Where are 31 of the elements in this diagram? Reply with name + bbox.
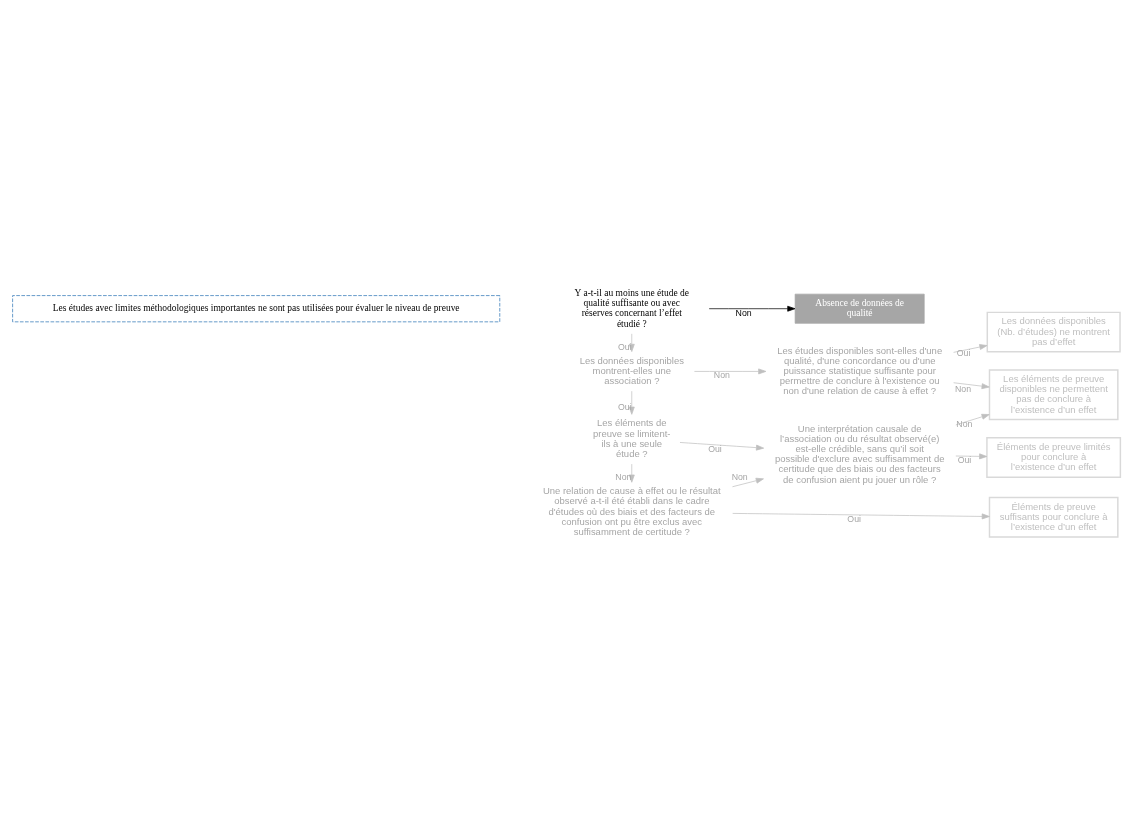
node-text: Une relation de cause à effet ou le résultat observé a-t-il été établi dans le cadre d'études où des biais et des facteurs de confusion ont pu être exclus avec suffisamment de certitude ?: [542, 484, 721, 537]
edge-label: Oui: [957, 454, 972, 465]
arrow: [955, 413, 990, 425]
edge-label: Non: [713, 369, 730, 380]
node-text: Les éléments de preuve se limitent-ils à une seule étude ?: [593, 416, 671, 459]
edge-label: Oui: [618, 401, 632, 412]
edge-label: Oui: [708, 443, 722, 454]
node-text: Les études disponibles sont-elles d'une qualité, d'une concordance ou d'une puissance statistique suffisante pour permettre de conclure à l'existence ou non d'une relation de cause à effet ?: [777, 343, 943, 396]
arrow: [628, 390, 635, 415]
arrow: [708, 305, 796, 312]
arrow: [732, 512, 990, 519]
node-text: Les données disponibles montrent-elles une association ?: [579, 354, 684, 386]
node-text: Une interprétation causale de l’association ou du résultat observé(e) est-elle crédible, sans qu’il soit possible d'exclure avec suffisamment de certitude que des biais ou des facteurs de confusion aient pu jouer un rôle ?: [774, 422, 945, 485]
arrow: [953, 381, 990, 389]
arrow: [955, 452, 988, 459]
edge-label: Non: [731, 471, 748, 482]
arrow: [732, 477, 764, 487]
node-text: Y a-t-il au moins une étude de qualité suffisante ou avec réserves concernant l’effet étudié ?: [574, 287, 689, 329]
edge-label: Oui: [956, 347, 971, 358]
node-box: Les études avec limites méthodologiques importantes ne sont pas utilisées pour évaluer le niveau de preuve: [12, 294, 501, 322]
arrow: [628, 463, 635, 483]
edge-label: Oui: [618, 340, 632, 351]
edge-label: Oui: [847, 513, 861, 524]
arrow: [953, 343, 988, 353]
edge-label: Non: [615, 471, 632, 482]
edge-label: Non: [735, 307, 752, 318]
edge-label: Non: [954, 383, 972, 394]
arrow: [679, 441, 765, 451]
arrow: [694, 368, 767, 374]
edge-label: Non: [956, 418, 973, 429]
node-box: Absence de données de qualité: [794, 293, 925, 324]
